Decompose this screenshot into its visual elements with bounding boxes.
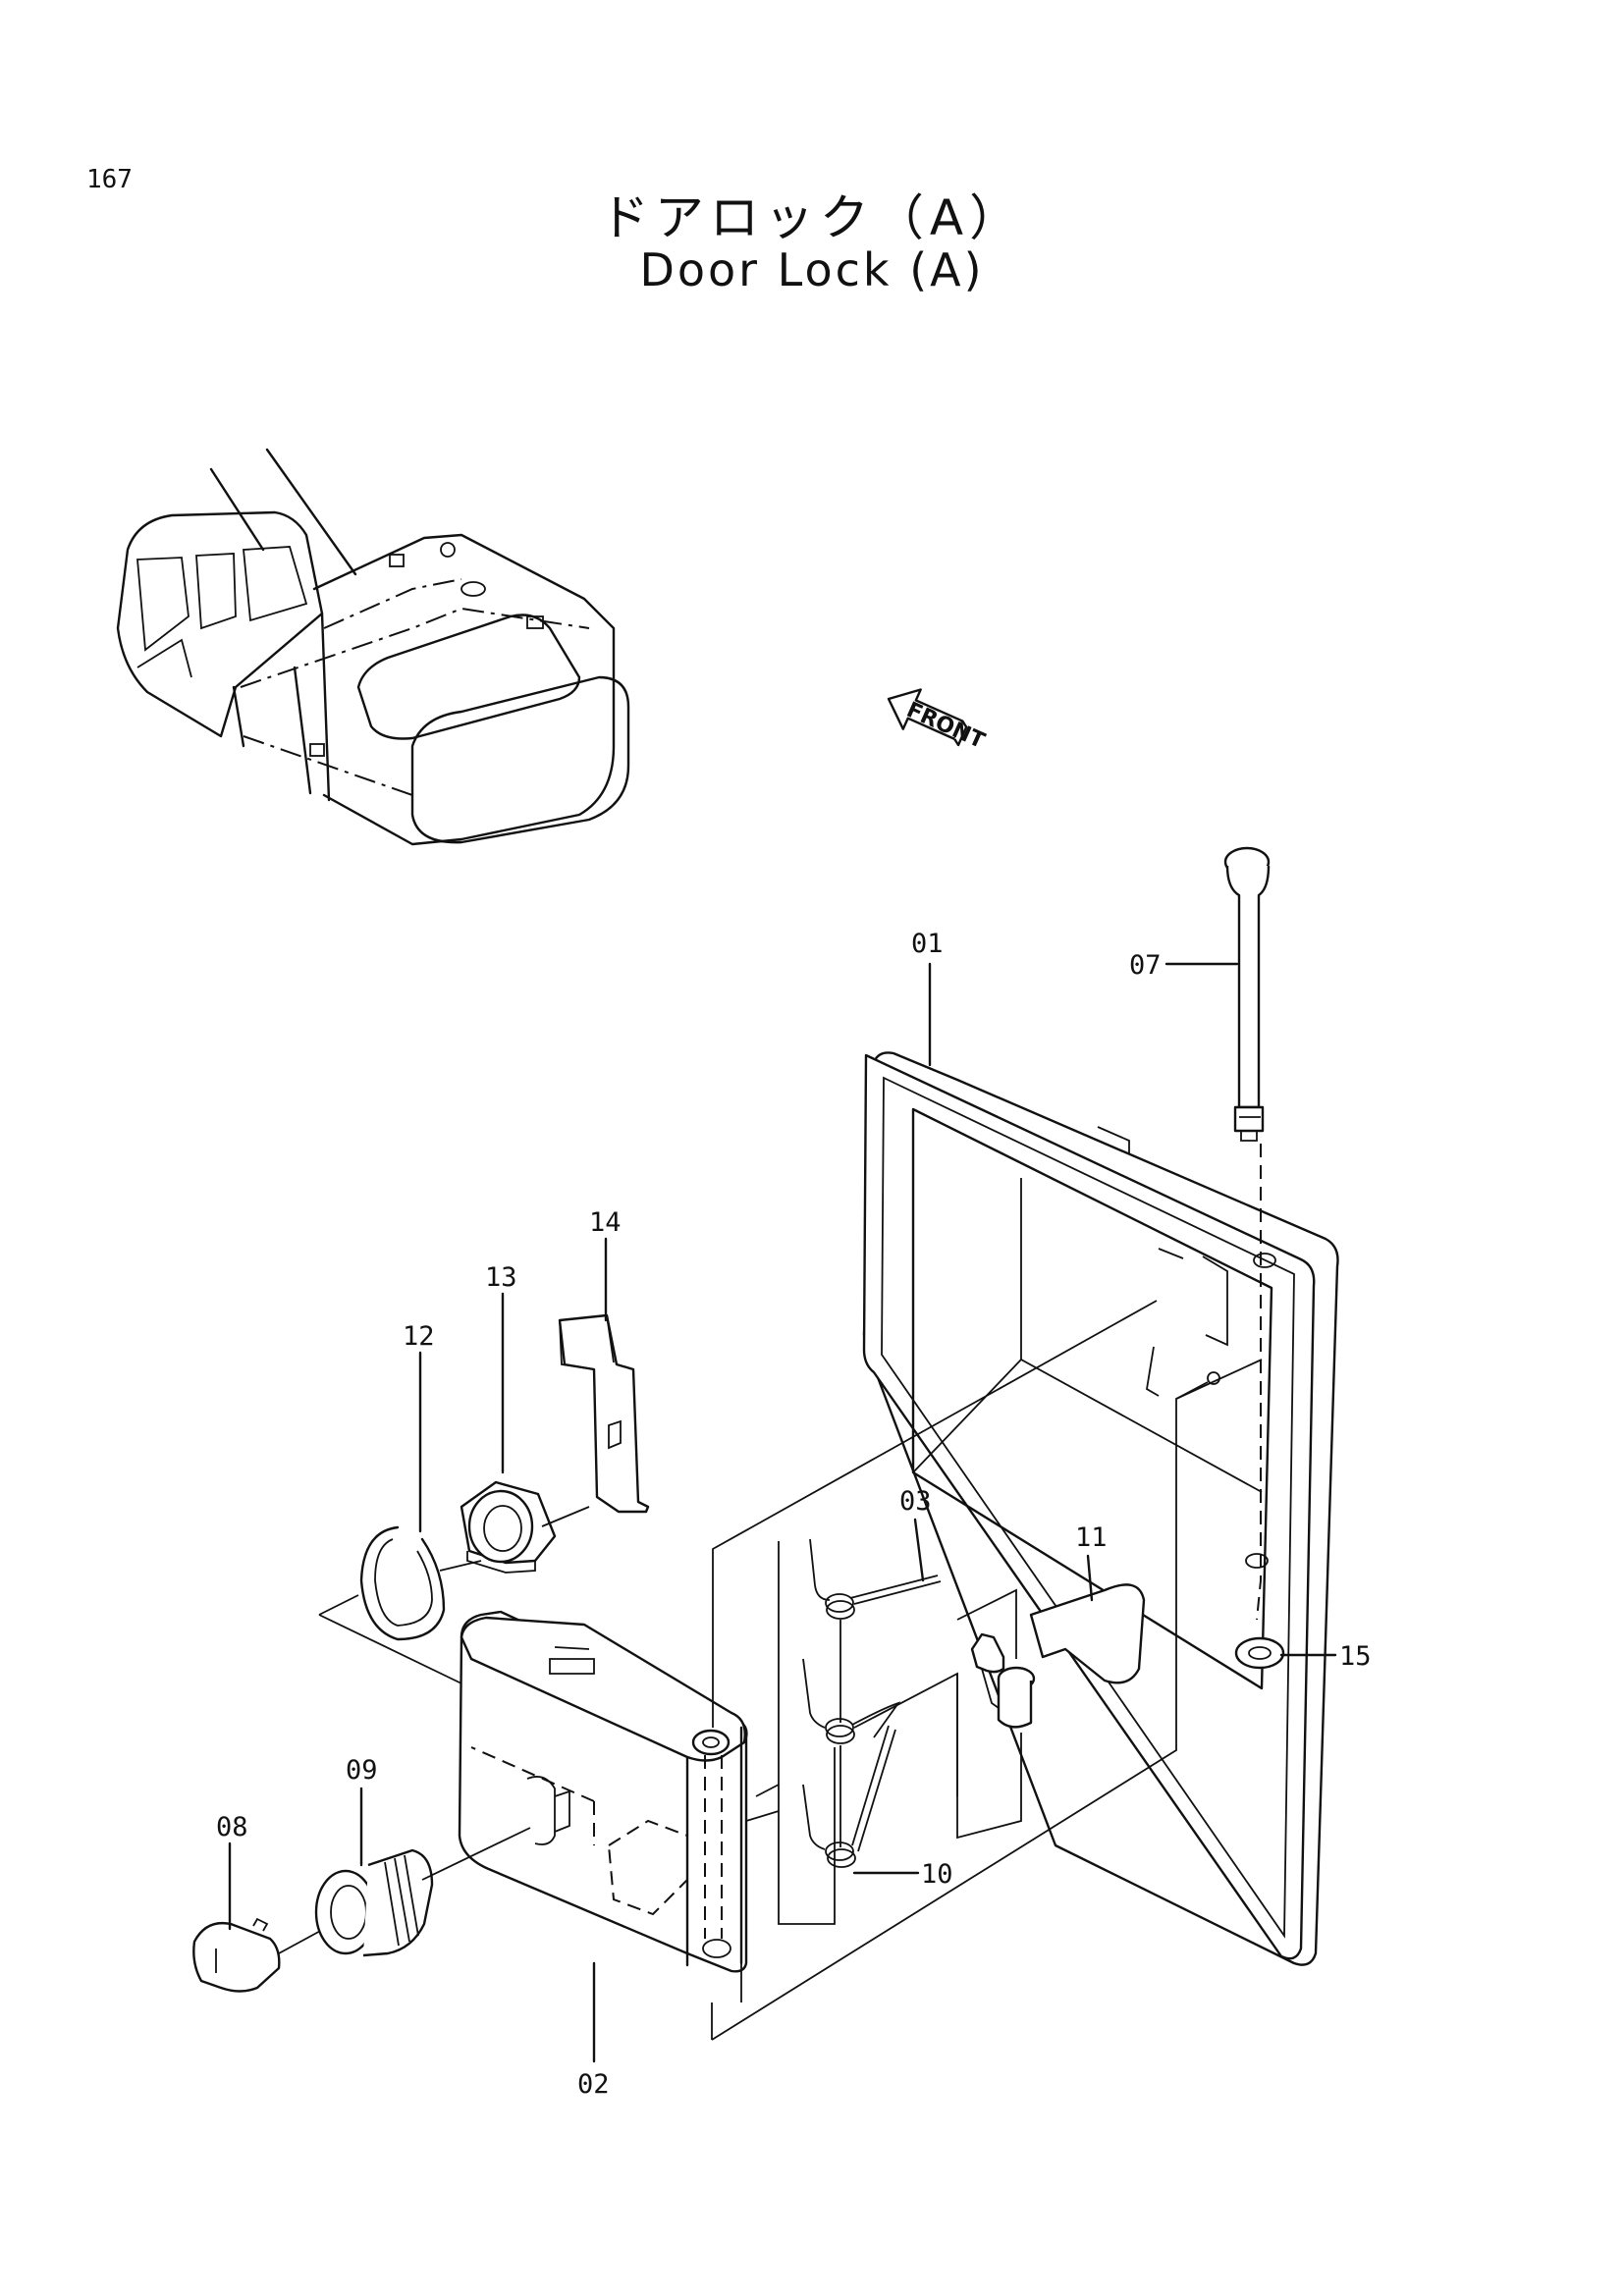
- page-number: 167: [86, 165, 133, 194]
- part-10-key-cylinder: [192, 1917, 281, 1993]
- leader-03: [1086, 1554, 1094, 1602]
- part-15-retaining-ring: [1234, 1636, 1285, 1670]
- machine-overview-illustration: [116, 448, 630, 846]
- part-11-bushing: [314, 1848, 434, 1957]
- title-japanese: ドアロック（A）: [599, 189, 1025, 246]
- front-direction-arrow-icon: FRONT: [887, 688, 988, 754]
- part-14-plate: [558, 1313, 650, 1514]
- part-13-nut: [460, 1480, 557, 1574]
- callout-07: 07: [1129, 950, 1162, 981]
- callout-12: 12: [403, 1321, 435, 1352]
- callout-10: 08: [216, 1812, 248, 1842]
- part-02-lock-case: [458, 1610, 748, 1973]
- part-12-snap-ring: [359, 1525, 446, 1641]
- callout-13: 13: [485, 1262, 517, 1293]
- title-english: Door Lock (A): [639, 243, 985, 296]
- part-08-spring-lower: [802, 1725, 896, 1868]
- part-08-spring-upper: [802, 1658, 901, 1744]
- callout-02: 02: [577, 2069, 610, 2100]
- callout-01: 01: [911, 929, 944, 959]
- part-03-latch-lever: [970, 1583, 1146, 1729]
- leader-09: [913, 1518, 925, 1582]
- part-09-spring: [809, 1538, 942, 1620]
- callout-08: 10: [921, 1859, 953, 1890]
- callout-09: 03: [899, 1486, 932, 1517]
- part-01-lock-housing: [862, 1051, 1339, 1966]
- callout-11: 09: [346, 1755, 378, 1786]
- callout-14: 14: [589, 1207, 622, 1238]
- part-07-pin: [1223, 846, 1271, 1142]
- callout-03: 11: [1075, 1522, 1108, 1553]
- callout-15: 15: [1339, 1641, 1372, 1672]
- front-label: FRONT: [902, 698, 988, 754]
